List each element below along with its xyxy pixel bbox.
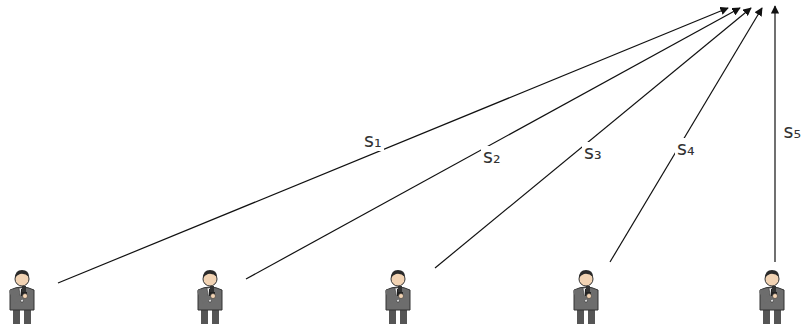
signal-label: s₅ xyxy=(781,121,803,142)
arrow-s2 xyxy=(246,8,740,279)
signal-label: s₄ xyxy=(675,138,697,159)
signal-label: s₁ xyxy=(362,130,384,151)
arrow-s1 xyxy=(58,8,728,283)
agent-figure xyxy=(10,270,34,324)
agent-figure xyxy=(760,270,784,324)
arrow-s4 xyxy=(610,8,762,262)
arrows xyxy=(58,6,775,283)
arrow-s5 xyxy=(774,6,775,262)
signal-label: s₂ xyxy=(481,146,503,167)
agent-figure xyxy=(574,270,598,324)
arrow-s3 xyxy=(435,8,751,268)
signal-label: s₃ xyxy=(582,142,604,163)
agent-figure xyxy=(386,270,410,324)
agent-figure xyxy=(198,270,222,324)
